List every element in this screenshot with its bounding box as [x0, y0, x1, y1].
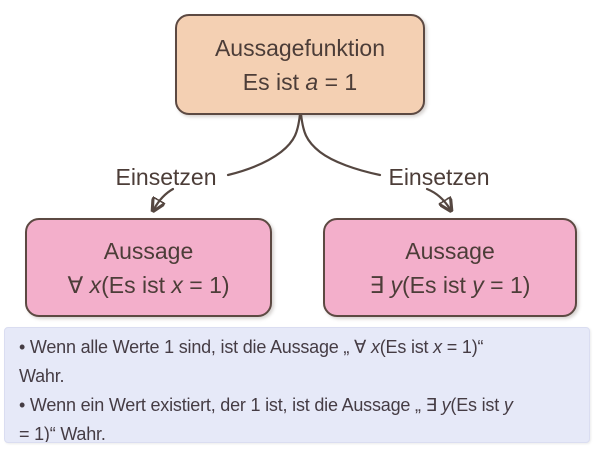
- note-line-2: Wahr.: [19, 366, 65, 386]
- edge-label-einsetzen-left: Einsetzen: [115, 164, 217, 190]
- edge-arrowhead-right: [425, 187, 450, 209]
- edge-arrowhead-left: [154, 187, 175, 209]
- node-aussage-existential-formula: ∃ y(Es ist y = 1): [369, 271, 531, 298]
- node-aussagefunktion: Aussagefunktion Es ist a = 1: [175, 14, 425, 115]
- edge-root-to-right-curve: [299, 112, 382, 177]
- node-aussage-existential-title: Aussage: [405, 237, 495, 264]
- node-aussage-existential: Aussage ∃ y(Es ist y = 1): [323, 218, 577, 317]
- edge-label-einsetzen-right: Einsetzen: [388, 164, 490, 190]
- edge-root-to-left-curve: [226, 112, 302, 177]
- note-line-1: • Wenn alle Werte 1 sind, ist die Aussag…: [19, 337, 484, 357]
- node-aussage-universal-formula: ∀ x(Es ist x = 1): [67, 271, 230, 298]
- node-aussage-universal-title: Aussage: [103, 237, 194, 264]
- note-box: • Wenn alle Werte 1 sind, ist die Aussag…: [4, 327, 590, 443]
- node-aussagefunktion-formula: Es ist a = 1: [242, 68, 358, 95]
- note-line-4: = 1)“ Wahr.: [19, 424, 106, 443]
- node-aussagefunktion-title: Aussagefunktion: [214, 34, 386, 61]
- node-aussage-universal: Aussage ∀ x(Es ist x = 1): [25, 218, 272, 317]
- note-line-3: • Wenn ein Wert existiert, der 1 ist, is…: [19, 395, 513, 415]
